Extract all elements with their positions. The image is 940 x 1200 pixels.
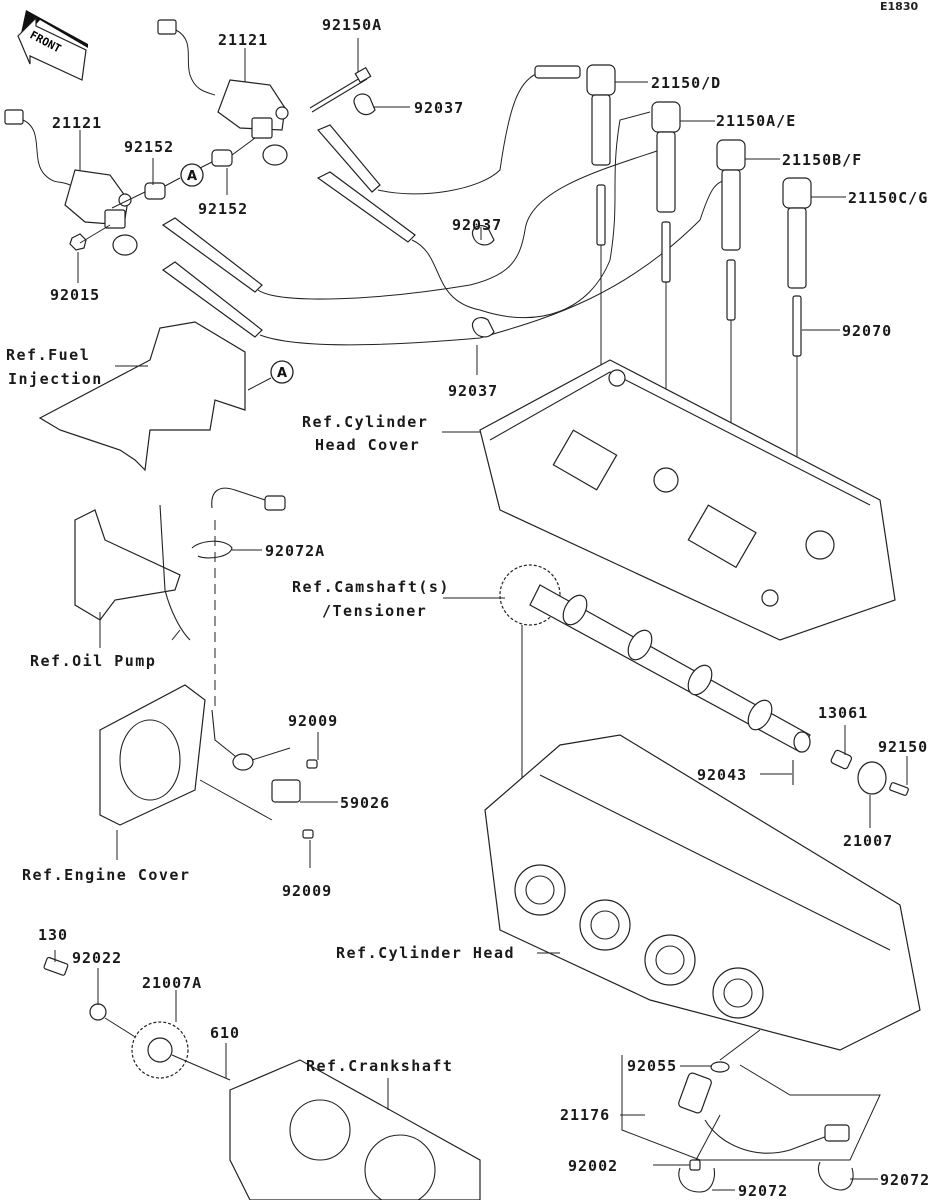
bolt-92150[interactable] [889, 782, 909, 796]
label-21150c-g: 21150C/G [848, 189, 928, 207]
clamp-92037-top[interactable] [353, 93, 376, 116]
label-21176: 21176 [560, 1106, 610, 1124]
label-21007a: 21007A [142, 974, 202, 992]
label-92037-low: 92037 [448, 382, 498, 400]
label-92009-bottom: 92009 [282, 882, 332, 900]
label-92152-left: 92152 [124, 138, 174, 156]
collar-92152-right[interactable] [211, 149, 233, 167]
label-92072a: 92072A [265, 542, 325, 560]
plug-cap-21150-d[interactable] [586, 64, 616, 166]
label-92055: 92055 [627, 1057, 677, 1075]
label-21121-upper: 21121 [218, 31, 268, 49]
label-92072-left: 92072 [738, 1182, 788, 1200]
plug-cap-21150c-g[interactable] [782, 177, 812, 289]
rotor-13061[interactable] [830, 749, 853, 770]
label-92009-top: 92009 [288, 712, 338, 730]
diagram-code: E1830 [880, 0, 918, 13]
plug-wire-2[interactable] [316, 111, 651, 319]
plug-wire-3[interactable] [161, 149, 661, 300]
spark-plug-1[interactable] [596, 184, 606, 470]
plug-wire-4[interactable] [161, 179, 731, 346]
ref-camshaft-line2[interactable]: /Tensioner [322, 602, 427, 620]
label-21150a-e: 21150A/E [716, 112, 796, 130]
label-92072-right: 92072 [880, 1171, 930, 1189]
oring-92055[interactable] [710, 1061, 730, 1073]
breather-hose [211, 487, 266, 509]
nut-92015[interactable] [69, 233, 87, 251]
label-92150: 92150 [878, 738, 928, 756]
label-92022: 92022 [72, 949, 122, 967]
label-92150a: 92150A [322, 16, 382, 34]
label-92043: 92043 [697, 766, 747, 784]
label-92037-mid: 92037 [452, 216, 502, 234]
clamp-92037-mid[interactable] [471, 224, 495, 246]
label-92037-top: 92037 [414, 99, 464, 117]
clamp-92037-low[interactable] [471, 316, 495, 338]
clamp-92072a[interactable] [191, 540, 233, 559]
washer-92022[interactable] [89, 1003, 107, 1021]
ref-cylinder-head-cover-line1[interactable]: Ref.Cylinder [302, 413, 428, 431]
bolt-92009-bottom[interactable] [302, 829, 314, 839]
callout-a-lower: A [270, 360, 294, 384]
label-13061: 13061 [818, 704, 868, 722]
ref-camshaft-line1[interactable]: Ref.Camshaft(s) [292, 578, 450, 596]
sensor-59026[interactable] [211, 709, 301, 803]
rotor-21007a[interactable] [131, 1021, 189, 1079]
label-92015: 92015 [50, 286, 100, 304]
cam-sensor-21176[interactable] [678, 1072, 850, 1154]
bolt-130[interactable] [43, 956, 69, 976]
ignition-coil-upper[interactable] [157, 19, 289, 166]
plug-wire-1[interactable] [317, 65, 581, 195]
svg-text:A: A [277, 366, 287, 381]
ignition-coil-lower[interactable] [4, 109, 138, 256]
oil-pump-hose [159, 504, 191, 641]
bolt-92009-top[interactable] [306, 759, 318, 769]
collar-92152-left[interactable] [144, 182, 166, 200]
ref-cylinder-head-cover-line2[interactable]: Head Cover [315, 436, 420, 454]
pin-610[interactable] [171, 1054, 231, 1081]
label-21121-lower: 21121 [52, 114, 102, 132]
plug-cap-21150b-f[interactable] [716, 139, 746, 251]
clamp-92072-left[interactable] [678, 1167, 716, 1193]
label-92152-right: 92152 [198, 200, 248, 218]
crankshaft [229, 1059, 481, 1200]
ref-cylinder-head[interactable]: Ref.Cylinder Head [336, 944, 515, 962]
ref-fuel-injection-line1[interactable]: Ref.Fuel [6, 346, 90, 364]
cylinder-head-cover [479, 359, 896, 641]
label-21150-d: 21150/D [651, 74, 721, 92]
svg-text:A: A [187, 169, 197, 184]
label-130: 130 [38, 926, 68, 944]
ref-fuel-injection-line2[interactable]: Injection [8, 370, 103, 388]
label-21007: 21007 [843, 832, 893, 850]
label-21150b-f: 21150B/F [782, 151, 862, 169]
label-92002: 92002 [568, 1157, 618, 1175]
front-arrow-icon: FRONT [17, 10, 88, 81]
ref-engine-cover[interactable]: Ref.Engine Cover [22, 866, 191, 884]
label-59026: 59026 [340, 794, 390, 812]
plug-cap-21150a-e[interactable] [651, 101, 681, 213]
bolt-92150a[interactable] [309, 66, 372, 113]
label-610: 610 [210, 1024, 240, 1042]
engine-cover [99, 684, 206, 826]
oil-pump-bracket [74, 509, 181, 621]
label-92070: 92070 [842, 322, 892, 340]
bolt-92002[interactable] [689, 1159, 701, 1171]
ref-crankshaft[interactable]: Ref.Crankshaft [306, 1057, 453, 1075]
callout-a-upper: A [180, 163, 204, 187]
clamp-92072-right[interactable] [817, 1161, 854, 1191]
fuel-injection-bracket [38, 321, 246, 472]
ref-oil-pump[interactable]: Ref.Oil Pump [30, 652, 156, 670]
camshaft [499, 564, 811, 753]
hose-connector [264, 495, 286, 511]
rotor-21007[interactable] [857, 761, 887, 795]
